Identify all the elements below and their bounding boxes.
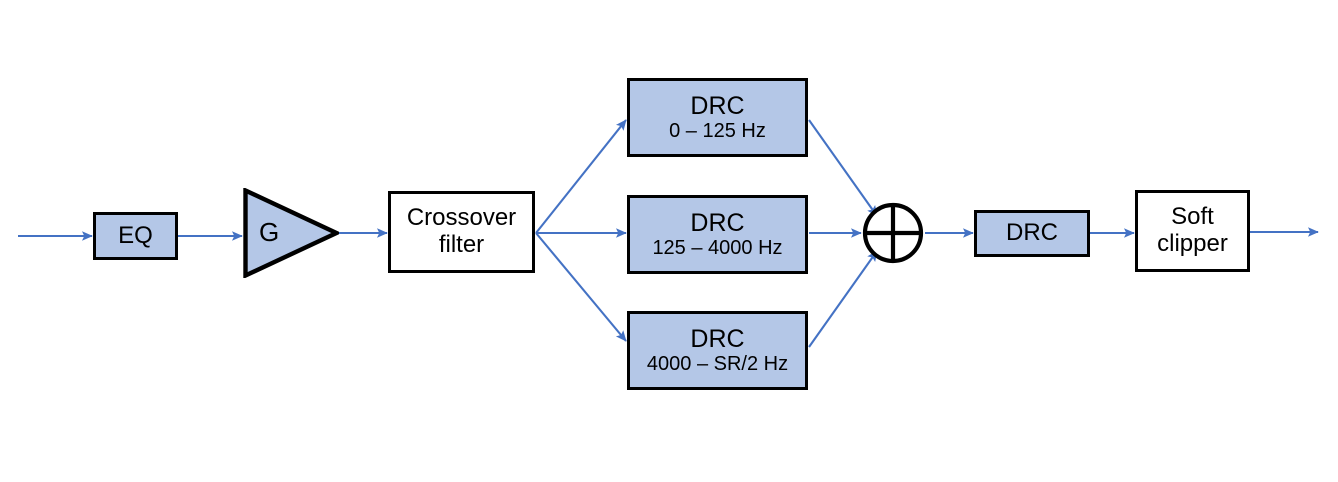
block-drc-high-band-title: DRC (690, 325, 745, 354)
connector-drc-high-to-sum (808, 250, 878, 348)
connector-crossover-to-drc-low (535, 119, 627, 234)
block-drc-mid-band-range: 125 – 4000 Hz (652, 237, 783, 260)
amplifier-triangle-icon (243, 187, 342, 279)
block-soft-clipper[interactable]: Soft clipper (1135, 190, 1250, 272)
block-drc-master-label: DRC (1006, 219, 1058, 247)
connector-crossover-to-drc-high (535, 232, 627, 342)
block-amplifier[interactable]: G (243, 187, 342, 279)
block-drc-master[interactable]: DRC (974, 210, 1090, 257)
block-drc-low-band[interactable]: DRC 0 – 125 Hz (627, 78, 808, 157)
block-crossover-filter-label-line1: Crossover (406, 204, 517, 232)
block-amplifier-label: G (259, 217, 280, 247)
block-crossover-filter-label-line2: filter (438, 231, 485, 258)
block-drc-mid-band[interactable]: DRC 125 – 4000 Hz (627, 195, 808, 274)
block-soft-clipper-label-line1: Soft (1171, 203, 1214, 231)
block-soft-clipper-label-line2: clipper (1157, 230, 1228, 257)
block-eq-label: EQ (118, 221, 153, 249)
block-summing-junction[interactable] (862, 202, 924, 264)
block-eq[interactable]: EQ (93, 212, 178, 260)
block-drc-mid-band-title: DRC (690, 209, 745, 238)
block-crossover-filter[interactable]: Crossover filter (388, 191, 535, 273)
summing-junction-icon (862, 202, 924, 264)
block-drc-high-band[interactable]: DRC 4000 – SR/2 Hz (627, 311, 808, 390)
block-drc-low-band-title: DRC (690, 92, 745, 121)
block-drc-high-band-range: 4000 – SR/2 Hz (646, 353, 789, 376)
block-drc-low-band-range: 0 – 125 Hz (669, 120, 766, 143)
